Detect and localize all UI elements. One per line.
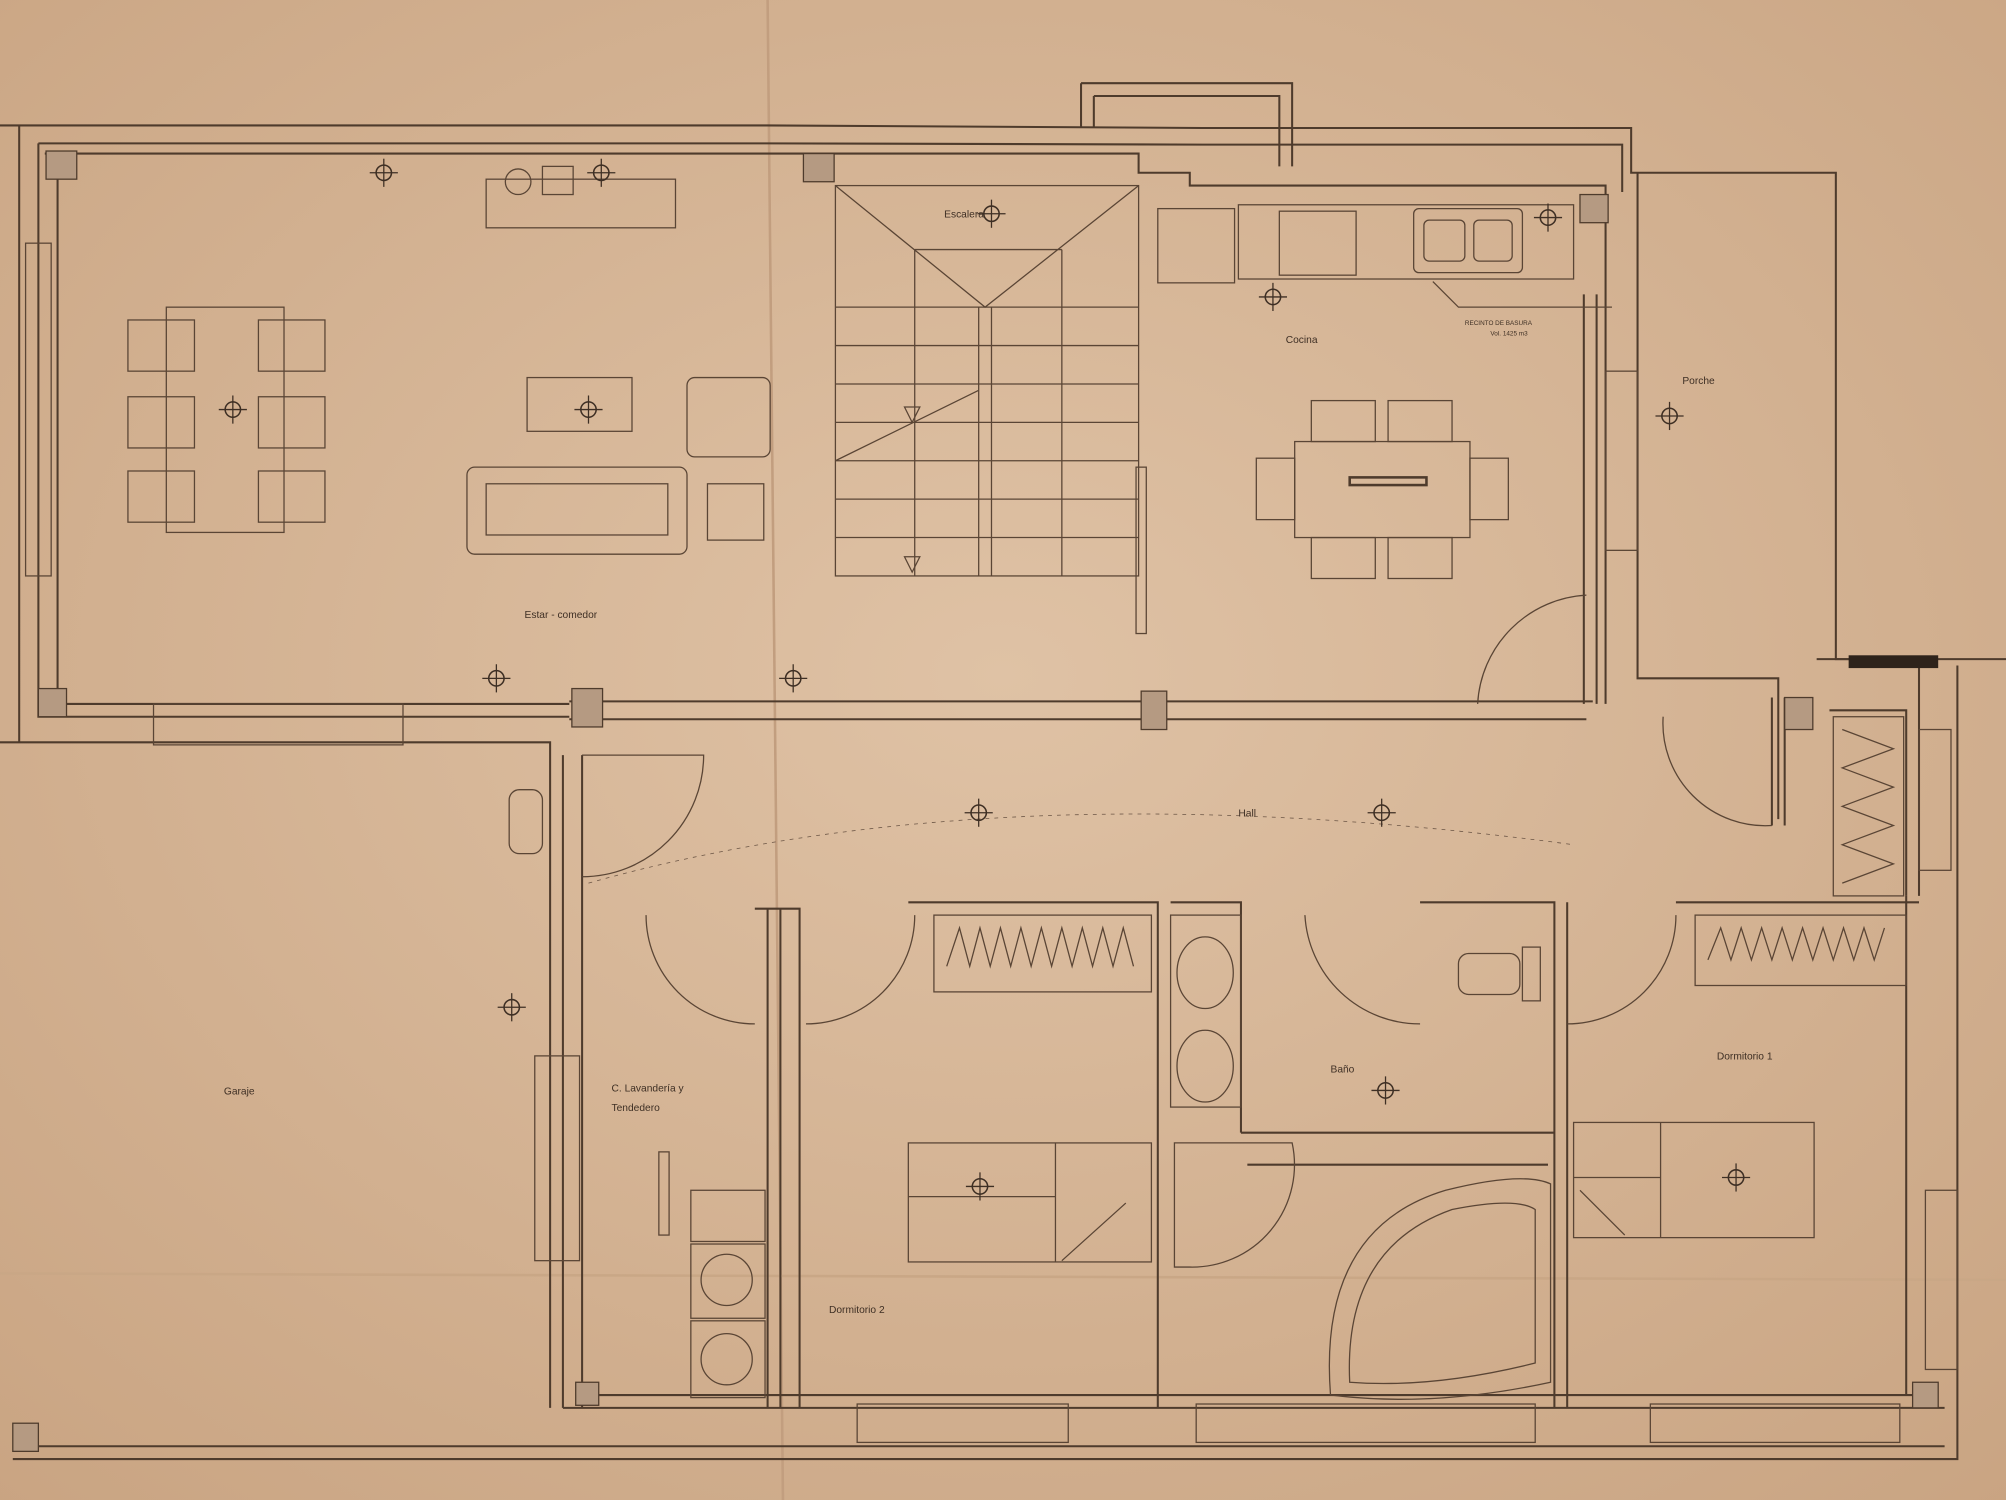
light-point-icon: [1258, 282, 1288, 312]
light-point-icon: [977, 199, 1006, 228]
light-point-icon: [369, 158, 398, 187]
light-point-icon: [574, 395, 603, 424]
light-point-icon: [587, 158, 616, 187]
light-point-icon: [497, 993, 526, 1022]
doors: [582, 594, 1772, 1025]
label-escalera: Escalera: [944, 210, 984, 221]
light-point-icon: [965, 1172, 995, 1201]
light-point-icon: [964, 798, 993, 827]
wardrobes: [933, 716, 1907, 993]
columns: [12, 150, 1939, 1453]
light-point-icon: [1721, 1163, 1751, 1192]
label-tendedero: Tendedero: [612, 1103, 661, 1114]
laundry-fixtures: [508, 789, 766, 1399]
light-point-icon: [1371, 1076, 1400, 1105]
living-set: [466, 165, 771, 555]
label-garaje: Garaje: [224, 1086, 255, 1097]
arrow-marker-icon: [1848, 655, 1939, 669]
light-point-icon: [218, 395, 247, 424]
beds: [907, 1121, 1815, 1263]
label-dormitorio-2: Dormitorio 2: [829, 1305, 885, 1316]
light-point-icon: [482, 664, 511, 693]
paper-fold: [0, 1272, 2006, 1282]
note-recinto-basura: RECINTO DE BASURA: [1465, 320, 1533, 327]
label-bano: Baño: [1331, 1065, 1355, 1076]
dining-set: [127, 306, 326, 534]
room-labels: Estar - comedor Escalera Cocina Porche H…: [224, 210, 1773, 1317]
label-hall: Hall: [1238, 809, 1256, 820]
label-dormitorio-1: Dormitorio 1: [1717, 1052, 1773, 1063]
kitchen-fixtures: [1157, 204, 1612, 580]
light-point-icon: [1655, 401, 1684, 431]
label-cocina: Cocina: [1286, 335, 1318, 346]
light-point-icon: [1367, 798, 1396, 827]
note-volumen: Vol. 1425 m3: [1490, 330, 1528, 337]
light-point-icon: [779, 664, 808, 693]
label-estar-comedor: Estar - comedor: [525, 610, 598, 621]
light-point-icons: [218, 158, 1751, 1201]
light-point-icon: [1533, 203, 1563, 232]
staircase: [834, 184, 1147, 635]
label-lavanderia: C. Lavandería y: [612, 1084, 685, 1095]
label-porche: Porche: [1682, 376, 1715, 387]
bathroom-fixtures: [1169, 914, 1552, 1400]
